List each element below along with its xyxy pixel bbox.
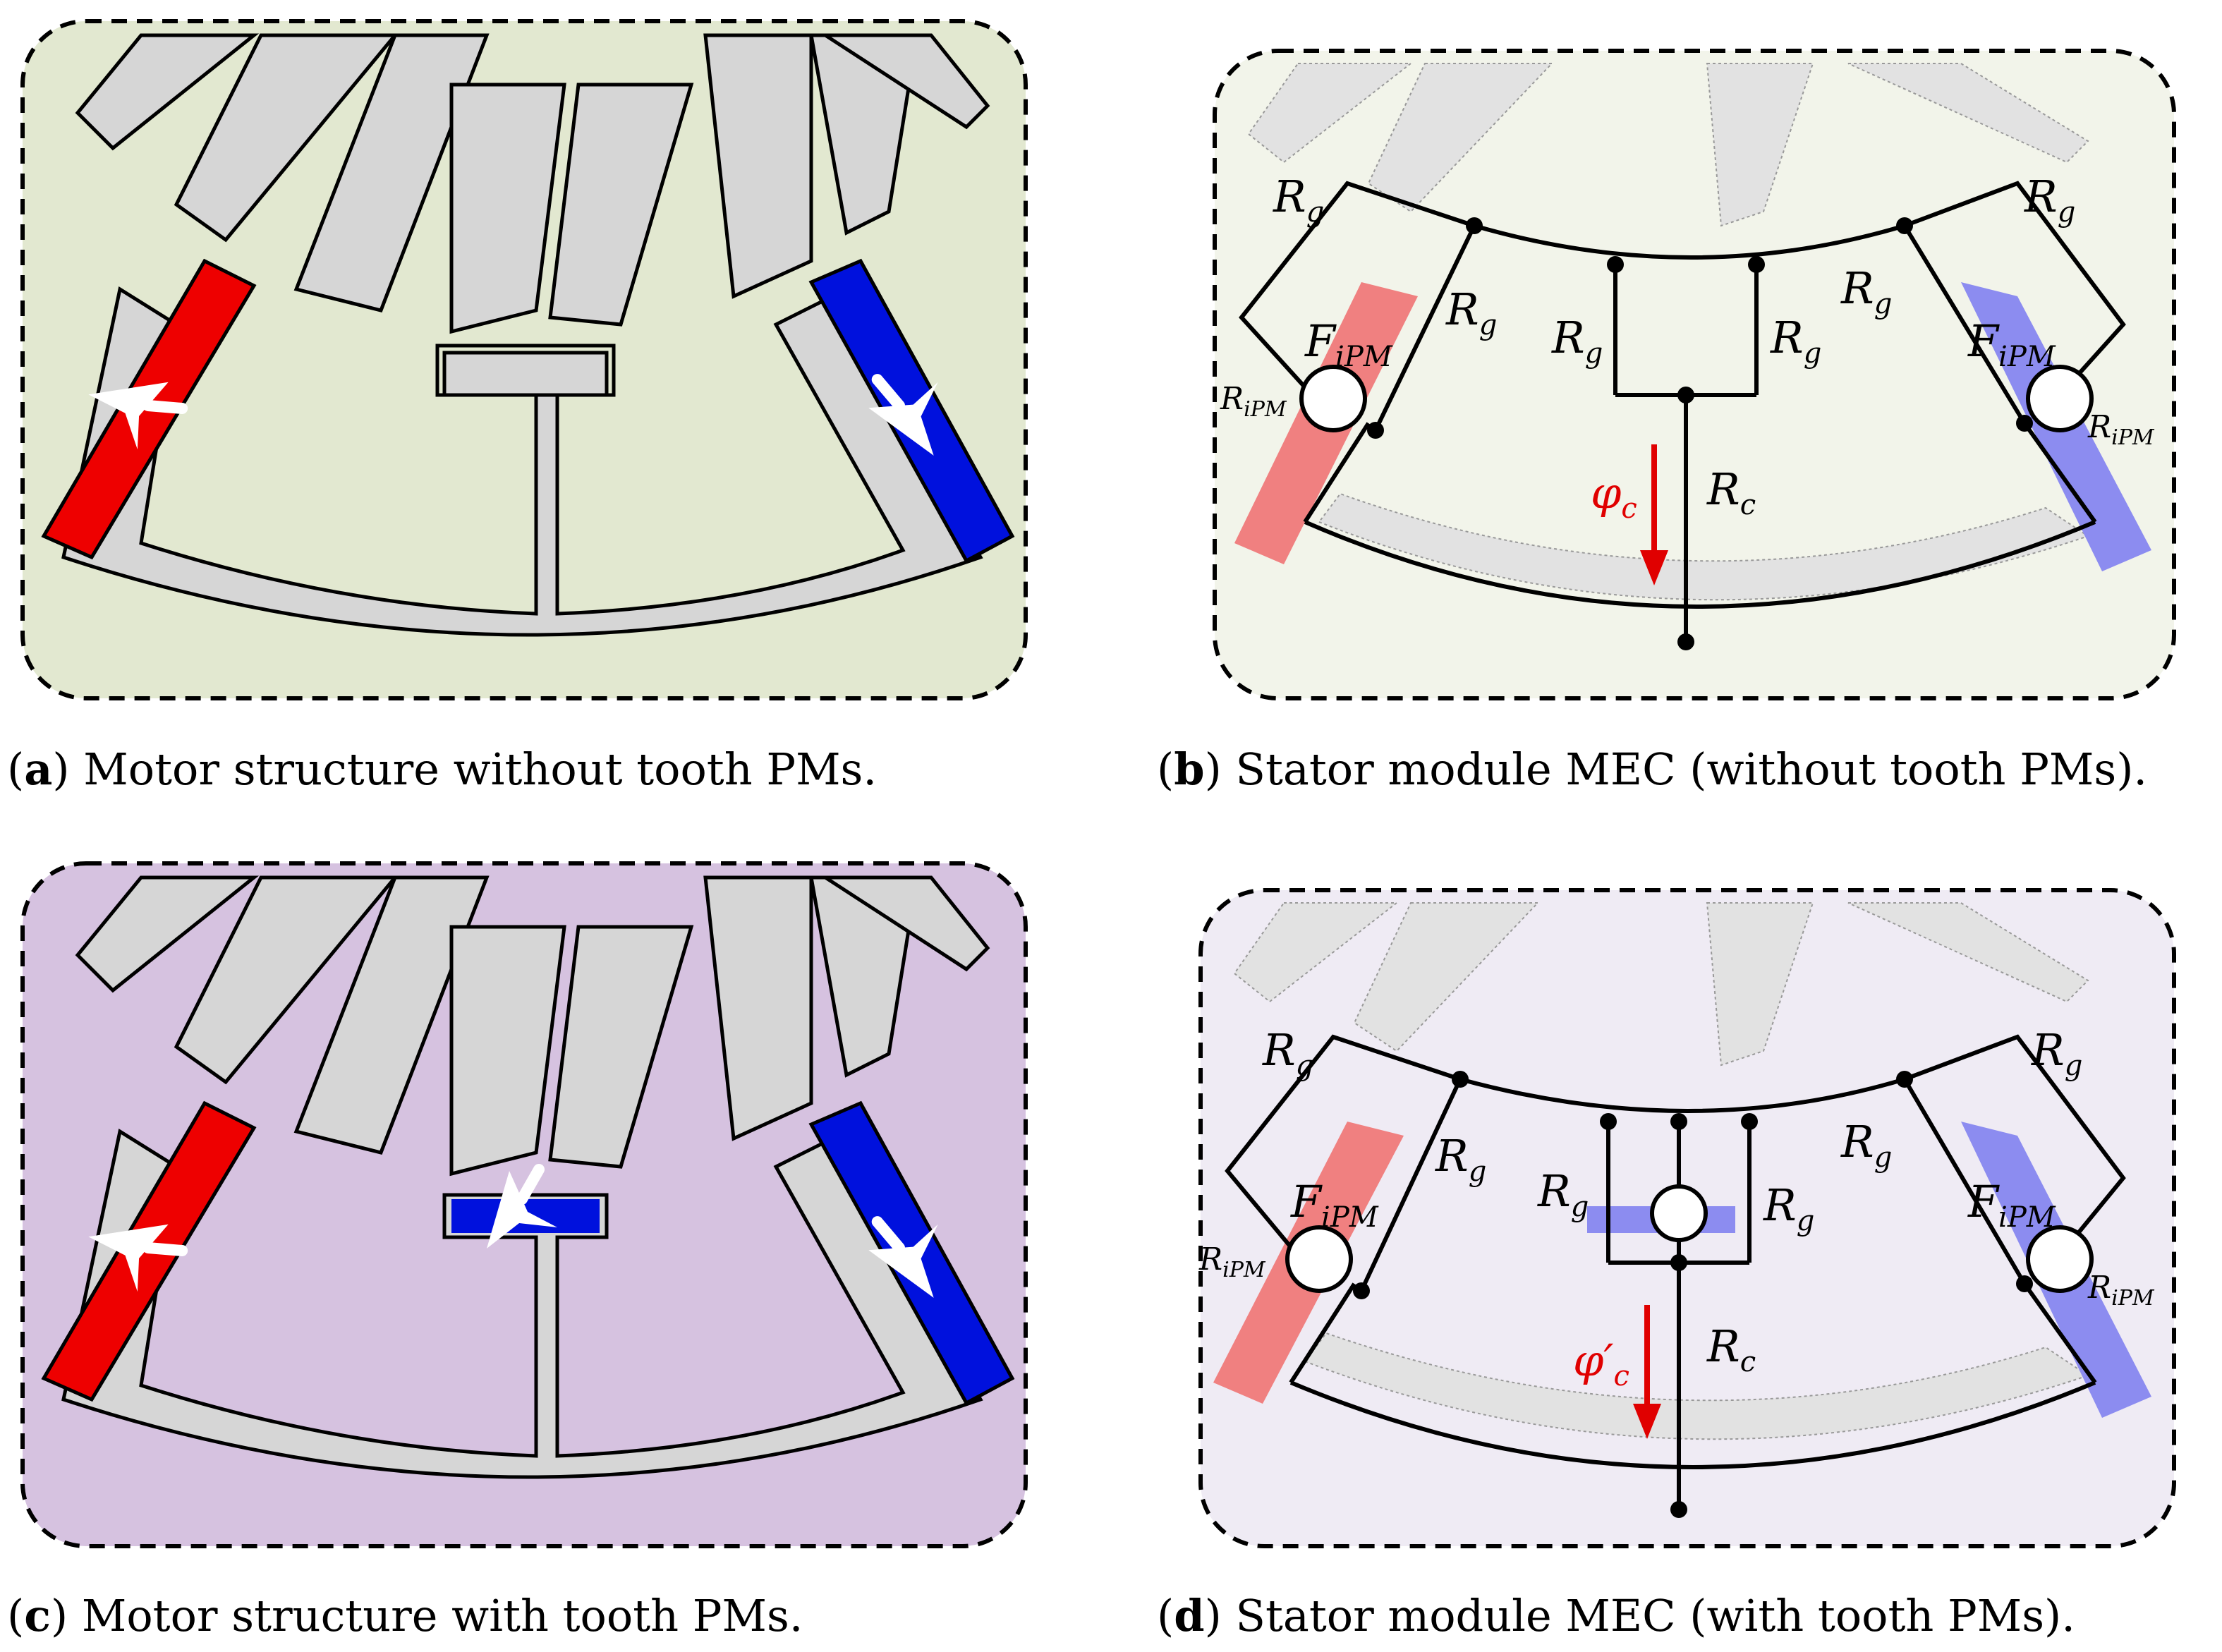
panel-b: Rg Rg Rg Rg Rg Rg Rc FiPM FiPM RiPM RiPM…	[1213, 49, 2176, 700]
label-rg: Rg	[1763, 1179, 1814, 1237]
faded-rotor-teeth	[1233, 902, 2089, 1067]
tooth-mmf-source	[1650, 1184, 1708, 1242]
label-ripm: RiPM	[1220, 381, 1287, 422]
panel-d: Rg Rg Rg Rg Rg Rg Rc FiPM FiPM RiPM RiPM…	[1198, 888, 2176, 1548]
label-rg: Rg	[1262, 1024, 1313, 1082]
mmf-source	[1299, 365, 1367, 432]
label-ripm: RiPM	[2087, 1270, 2155, 1311]
label-ripm: RiPM	[1198, 1241, 1266, 1282]
label-rg: Rg	[1840, 1116, 1892, 1174]
faded-rotor-teeth	[1247, 63, 2089, 227]
label-rc: Rc	[1706, 463, 1756, 521]
label-rg: Rg	[1840, 262, 1892, 320]
rotor-teeth	[75, 33, 990, 334]
label-phi-c-prime: φ′c	[1573, 1335, 1629, 1392]
stator-core	[61, 286, 983, 637]
label-fipm: FiPM	[1967, 1176, 2056, 1234]
flux-arrow-head	[1640, 550, 1668, 585]
caption-a: (a) Motor structure without tooth PMs.	[7, 743, 877, 795]
label-rc: Rc	[1706, 1320, 1756, 1378]
label-rg: Rg	[1770, 312, 1821, 370]
mmf-source	[1285, 1225, 1353, 1293]
label-rg: Rg	[1435, 1130, 1486, 1188]
label-ripm: RiPM	[2087, 409, 2155, 450]
rotor-teeth	[75, 875, 990, 1177]
flux-arrow-head	[1633, 1404, 1661, 1439]
label-fipm: FiPM	[1304, 315, 1393, 373]
caption-d: (d) Stator module MEC (with tooth PMs).	[1157, 1590, 2075, 1641]
panel-a	[20, 19, 1028, 700]
caption-c: (c) Motor structure with tooth PMs.	[7, 1590, 803, 1641]
mmf-source	[2026, 1225, 2094, 1293]
label-rg: Rg	[1445, 284, 1497, 341]
label-fipm: FiPM	[1967, 315, 2056, 373]
mmf-source	[2026, 365, 2094, 432]
panel-c	[20, 861, 1028, 1548]
label-rg: Rg	[1537, 1165, 1589, 1223]
circuit-wires	[1239, 181, 2126, 642]
label-phi-c: φc	[1591, 467, 1637, 525]
faded-stator-core	[1318, 492, 2090, 601]
center-tooth-tip	[435, 344, 616, 397]
faded-stator-core	[1304, 1332, 2090, 1440]
caption-b: (b) Stator module MEC (without tooth PMs…	[1157, 743, 2147, 795]
label-rg: Rg	[1273, 171, 1324, 229]
label-rg: Rg	[1551, 312, 1603, 370]
label-fipm: FiPM	[1290, 1176, 1379, 1234]
label-rg: Rg	[2031, 1024, 2082, 1082]
junction-nodes	[1367, 217, 2033, 650]
junction-nodes	[1353, 1071, 2033, 1518]
label-rg: Rg	[2024, 171, 2075, 229]
